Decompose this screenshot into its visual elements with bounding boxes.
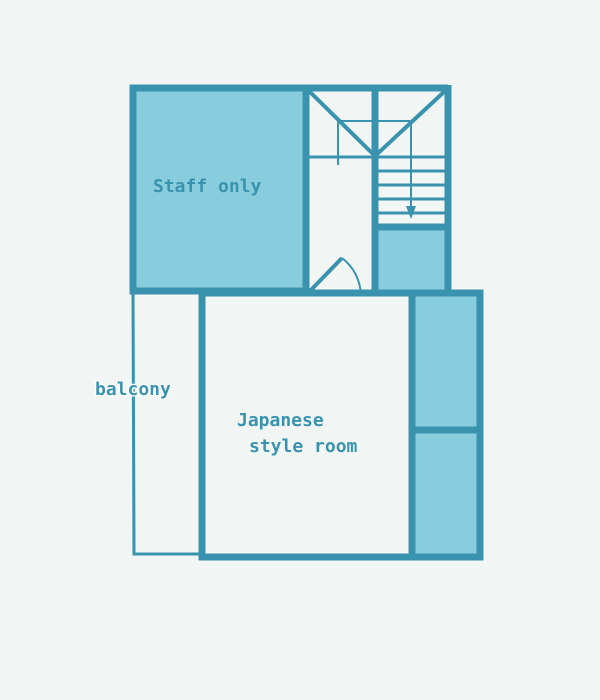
arrow-down-icon xyxy=(406,206,416,219)
balcony-outline[interactable] xyxy=(131,290,202,556)
closet-right-top xyxy=(408,289,484,434)
balcony-label: balcony xyxy=(95,379,171,400)
room-japanese-style[interactable] xyxy=(198,289,416,561)
japanese-room-label-line2: style room xyxy=(249,436,358,457)
closet-right-bottom xyxy=(408,426,484,561)
japanese-room-label-line1: Japanese xyxy=(237,410,324,431)
closet-upper xyxy=(371,223,452,297)
staff-only-label: Staff only xyxy=(153,176,262,197)
room-staff-only[interactable] xyxy=(129,84,310,295)
